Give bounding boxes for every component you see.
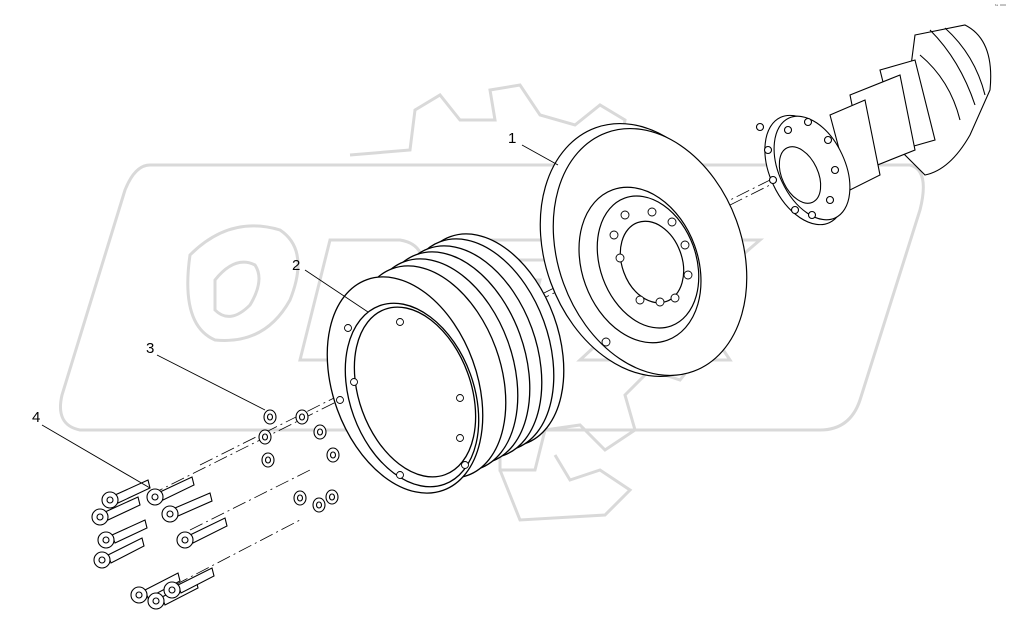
callout-2: 2 [292, 257, 301, 274]
cap-screw [163, 567, 215, 599]
corner-reference-mark: ᵗᵉ ⁰⁰⁰ [994, 4, 1006, 10]
part-3-washers [258, 409, 340, 513]
callout-1: 1 [508, 130, 517, 147]
cap-screw [101, 479, 151, 509]
cap-screw [130, 572, 181, 604]
shaft-flange-holes [755, 117, 840, 220]
cap-screw [97, 519, 148, 549]
cap-screw [161, 492, 213, 523]
pulley-bolt-holes [336, 318, 469, 479]
cap-screw [146, 476, 195, 506]
cap-screw [93, 537, 145, 569]
drive-shaft-assembly [755, 24, 992, 226]
part-4-cap-screws [91, 476, 228, 610]
callout-4: 4 [32, 409, 41, 426]
hub-bolt-holes [601, 207, 693, 347]
part-1-hub-disc [539, 122, 748, 378]
cap-screw [176, 517, 228, 549]
cap-screw [91, 496, 141, 526]
callout-3: 3 [146, 340, 155, 357]
leader-lines [41, 144, 559, 489]
part-2-grooved-pulley [326, 233, 565, 494]
